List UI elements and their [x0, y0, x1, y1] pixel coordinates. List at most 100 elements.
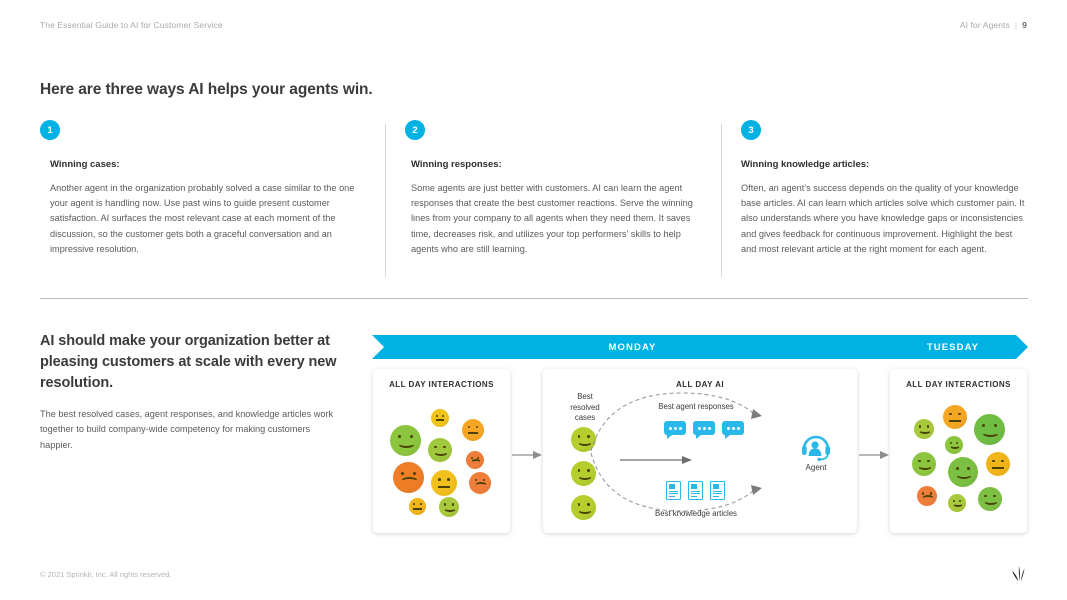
page-number: 9 [1022, 20, 1027, 30]
emoji-face-smile [974, 414, 1005, 445]
chat-bubble-icon [693, 421, 715, 439]
face-eye [443, 445, 446, 449]
face-eyes [571, 469, 596, 472]
face-eye [401, 471, 405, 476]
face-eye [577, 435, 581, 438]
face-eye [1001, 459, 1004, 463]
document-line [691, 490, 700, 492]
face-eyes [462, 426, 484, 429]
page-header: The Essential Guide to AI for Customer S… [40, 17, 1027, 33]
face-eye [444, 503, 447, 506]
face-mouth [577, 472, 592, 480]
emoji-face-flat [409, 498, 426, 515]
sprinklr-logo-icon [1012, 566, 1025, 582]
face-eye [409, 434, 413, 439]
lower-left-body: The best resolved cases, agent responses… [40, 409, 334, 450]
document-thumb [691, 484, 697, 489]
face-mouth [982, 428, 999, 437]
face-eye [926, 425, 929, 428]
emoji-face-frown [393, 462, 424, 493]
section-divider [40, 298, 1028, 299]
face-mouth [444, 505, 456, 512]
face-eye [577, 503, 581, 506]
face-eye [475, 426, 479, 429]
face-eye [992, 459, 995, 463]
emoji-face-smile [439, 497, 459, 517]
banner-tuesday: TUESDAY [878, 335, 1028, 359]
chat-dot [726, 426, 730, 430]
step-badge-3: 3 [741, 120, 761, 140]
label-best-knowledge-articles: Best knowledge articles [655, 509, 737, 518]
face-eyes [431, 414, 449, 417]
label-agent: Agent [805, 463, 827, 472]
face-eye [952, 499, 955, 502]
emoji-face-smile [390, 425, 421, 456]
emoji-face-smile [948, 457, 978, 487]
face-eye [918, 459, 921, 463]
face-eye [419, 503, 422, 506]
face-mouth [401, 477, 418, 486]
emoji-face-smile [914, 419, 934, 439]
banner-monday-label: MONDAY [608, 341, 657, 353]
emoji-face-smile [428, 438, 452, 462]
document-icon [710, 481, 725, 500]
diagram-curved-arrows [590, 392, 762, 512]
card-title-right: ALL DAY INTERACTIONS [906, 380, 1011, 389]
connector-arrow-left [512, 451, 542, 459]
face-mouth [474, 482, 488, 489]
step-badge-2: 2 [405, 120, 425, 140]
column-body-1: Another agent in the organization probab… [50, 183, 355, 254]
chat-bubble-icon [722, 421, 744, 439]
face-eye [482, 479, 486, 482]
card-all-day-interactions-tuesday: ALL DAY INTERACTIONS [890, 369, 1027, 533]
chat-dot [731, 426, 735, 430]
label-best-agent-responses: Best agent responses [658, 402, 734, 411]
face-eye [949, 441, 952, 444]
emoji-face-flat [986, 452, 1010, 476]
diagram-straight-arrow [620, 456, 692, 464]
header-separator: | [1014, 20, 1018, 30]
document-line [713, 490, 722, 492]
face-mouth [955, 471, 973, 480]
column-winning-cases: 1 Winning cases: Another agent in the or… [40, 120, 385, 257]
chat-dot [668, 426, 672, 430]
column-winning-knowledge-articles: 3 Winning knowledge articles: Often, an … [721, 120, 1028, 278]
face-mouth [949, 443, 961, 450]
document-icon-row [666, 481, 725, 500]
face-mouth [984, 498, 998, 505]
agent-headset-icon [802, 435, 830, 462]
emoji-face-flat [943, 405, 967, 429]
chat-dot [697, 426, 701, 430]
chat-dot [678, 426, 682, 430]
face-eyes [948, 499, 966, 502]
chat-bubble-row [664, 421, 744, 439]
emoji-face-smile [948, 494, 966, 512]
face-mouth [577, 506, 592, 514]
emoji-face-smile [978, 487, 1002, 511]
face-mouth [577, 438, 592, 446]
face-eyes [974, 423, 1005, 428]
lower-left-title: AI should make your organization better … [40, 333, 337, 391]
face-eye [956, 441, 959, 444]
face-mouth [949, 419, 961, 422]
face-mouth [919, 427, 931, 434]
face-eye [955, 466, 960, 470]
chat-dot [673, 426, 677, 430]
face-eyes [978, 494, 1002, 498]
face-mouth [413, 507, 422, 510]
chat-dot [702, 426, 706, 430]
emoji-face-frown [469, 472, 491, 494]
face-eye [413, 503, 416, 506]
face-eyes [390, 434, 421, 439]
card-title-mid: ALL DAY AI [675, 380, 725, 389]
face-eye [966, 466, 971, 470]
footer-copyright: © 2021 Sprinklr, Inc. All rights reserve… [40, 570, 172, 579]
document-line [669, 493, 678, 495]
header-section-label: AI for Agents [959, 20, 1010, 30]
face-eye [929, 492, 932, 495]
column-body-2: Some agents are just better with custome… [411, 183, 693, 254]
face-eye [398, 434, 402, 439]
face-eye [922, 492, 925, 495]
face-eye [982, 423, 986, 428]
